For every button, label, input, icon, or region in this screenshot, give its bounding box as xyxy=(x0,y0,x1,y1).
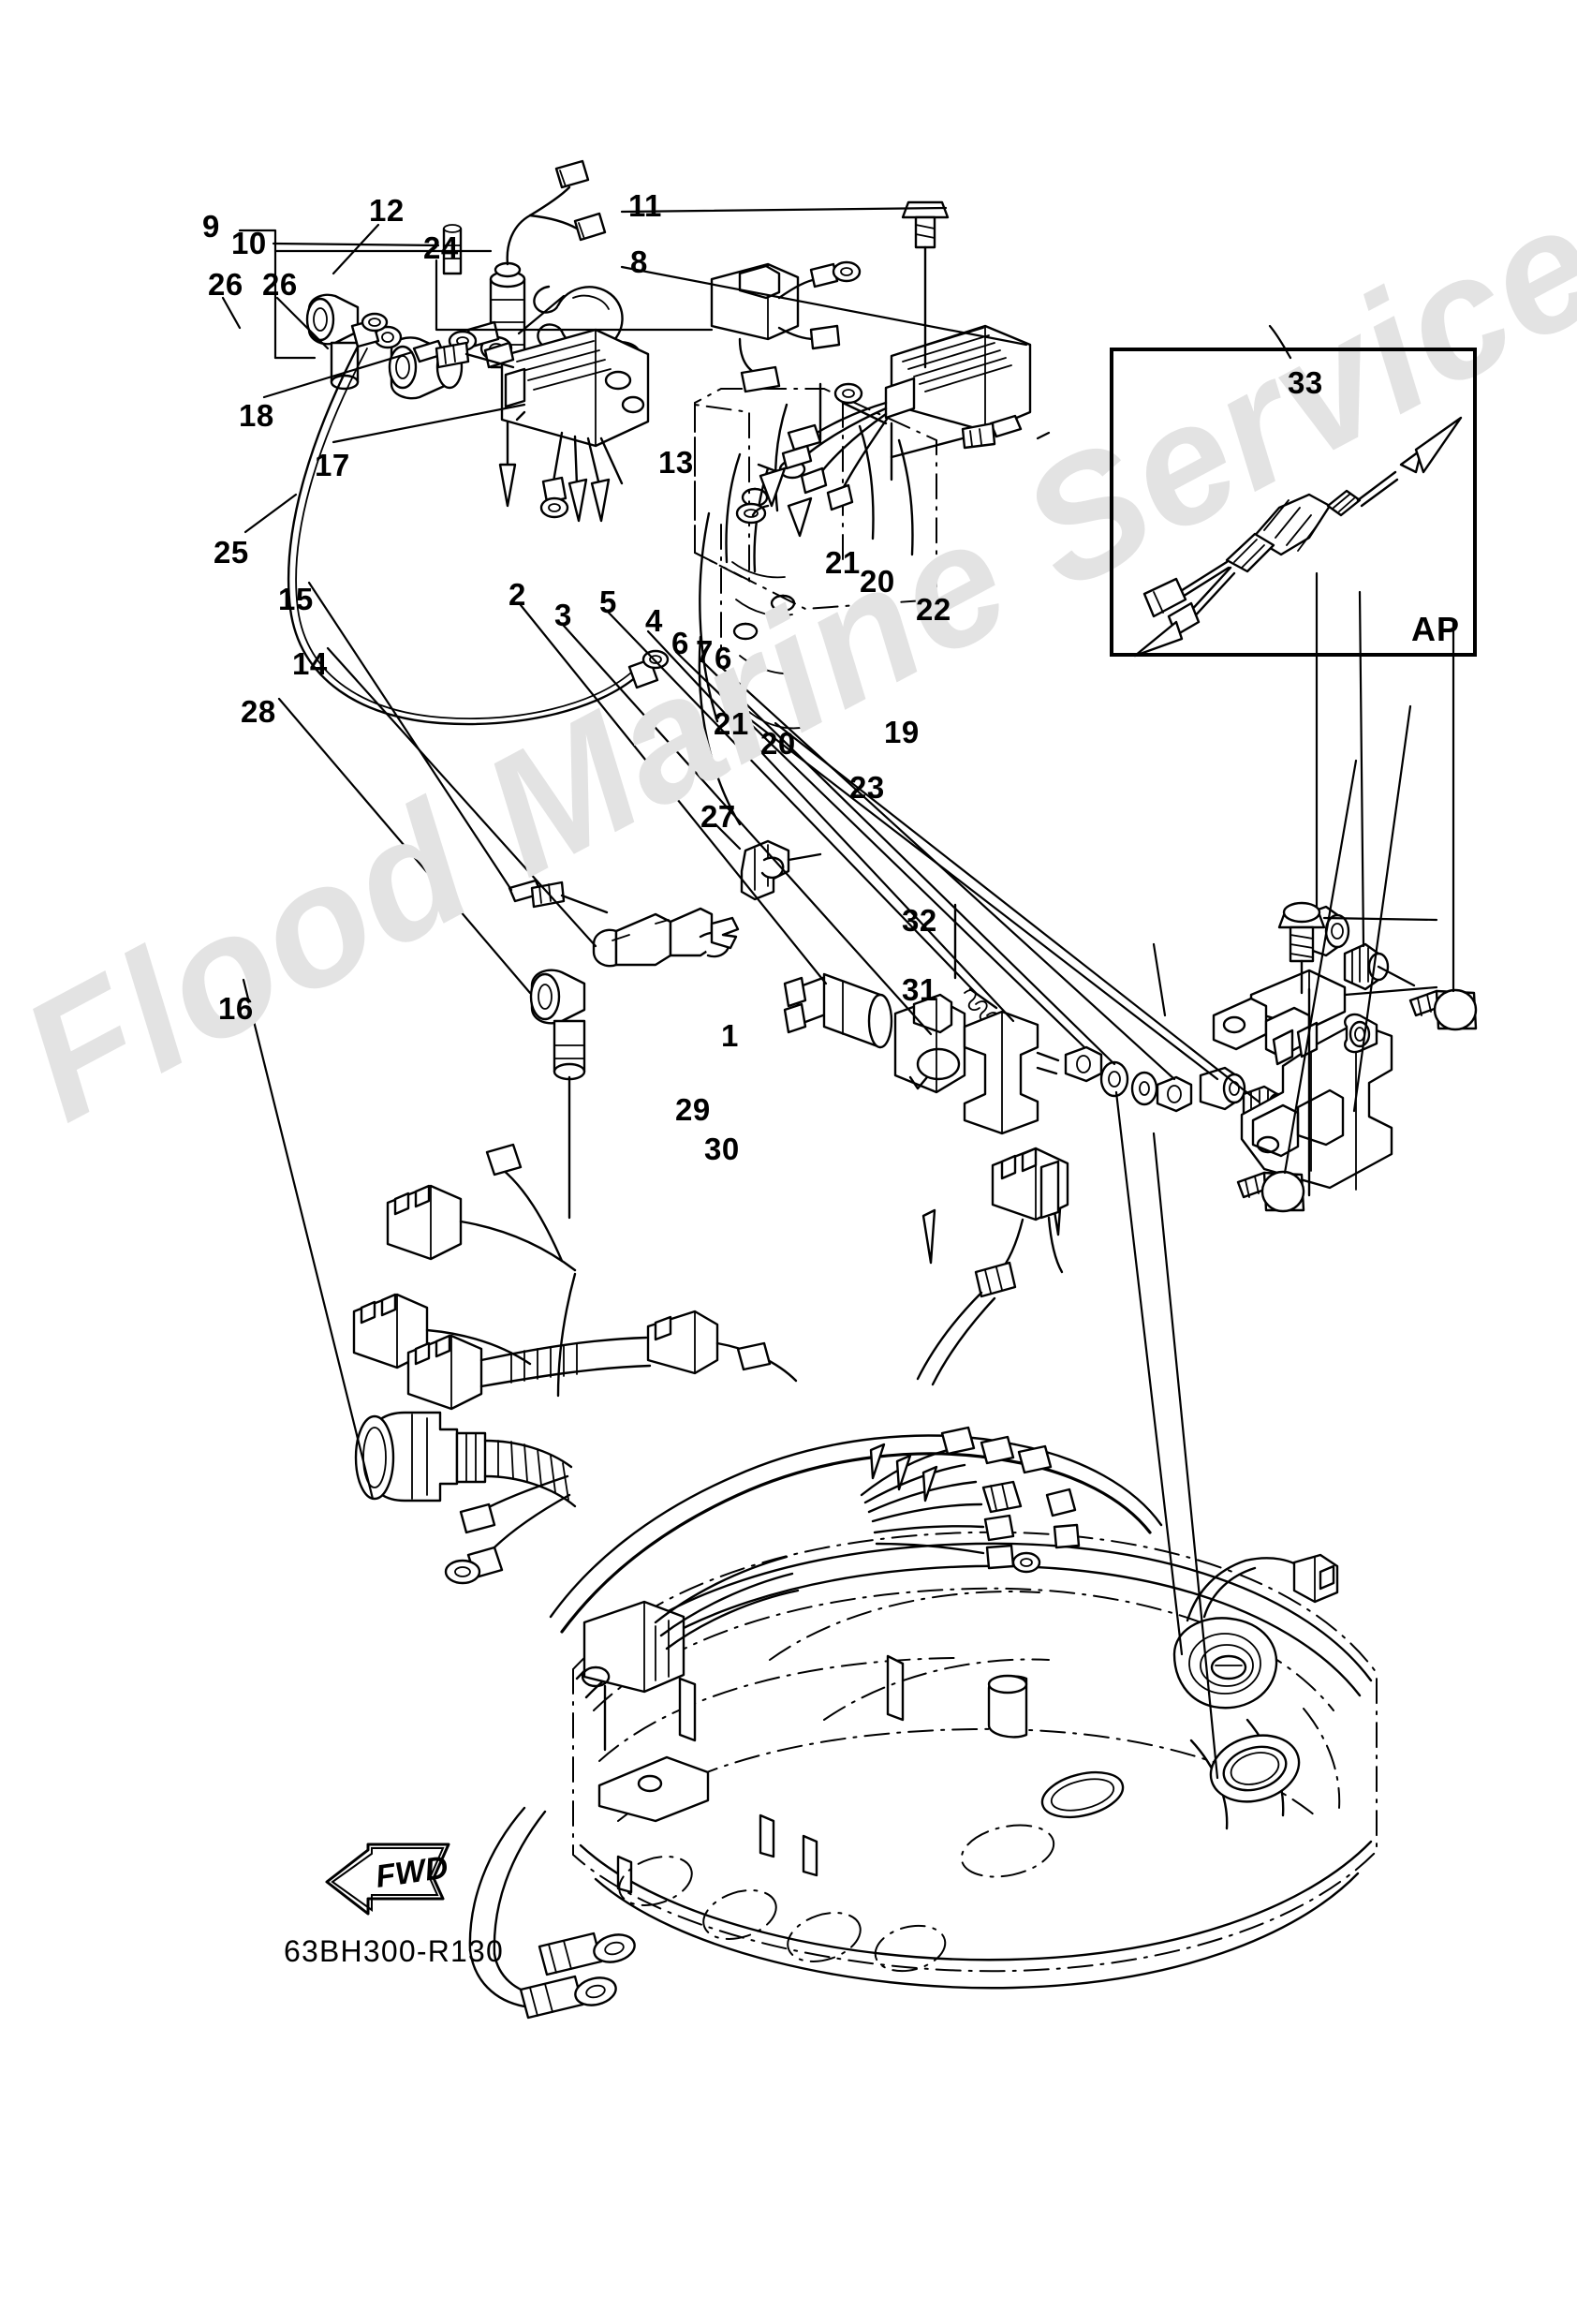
inset-label-ap: AP xyxy=(1410,610,1460,648)
callout-number-20: 20 xyxy=(860,564,895,599)
battery-cables xyxy=(468,1806,636,2020)
callout-number-22: 22 xyxy=(916,592,951,627)
part-13-bolt xyxy=(890,414,1023,459)
part-24-relay xyxy=(710,260,863,405)
callout-number-12: 12 xyxy=(369,193,405,228)
callout-number-2: 2 xyxy=(508,577,526,612)
callout-number-19: 19 xyxy=(884,715,920,749)
harness-connector-b xyxy=(352,1293,532,1369)
callout-number-25: 25 xyxy=(214,535,249,570)
callout-number-9: 9 xyxy=(202,209,220,244)
callout-number-21: 21 xyxy=(714,706,749,741)
callout-number-16: 16 xyxy=(218,991,254,1026)
callout-number-29: 29 xyxy=(675,1092,711,1127)
callout-number-5: 5 xyxy=(599,585,617,619)
harness-connector-e xyxy=(974,1147,1069,1298)
callout-number-24: 24 xyxy=(423,230,459,265)
part-26-grommet-cap-a xyxy=(305,293,360,391)
callout-number-3: 3 xyxy=(554,598,572,632)
part-17-cdi-unit xyxy=(448,320,650,523)
part-4-clip-bracket xyxy=(963,1010,1060,1135)
fwd-direction-marker: FWD xyxy=(323,1841,454,1925)
callout-number-33: 33 xyxy=(1288,365,1323,400)
harness-taped-section xyxy=(479,1336,652,1388)
part-6c-nut-b xyxy=(1156,1075,1193,1113)
callout-number-17: 17 xyxy=(315,448,350,482)
harness-branch-ring xyxy=(485,1143,577,1398)
callout-number-20: 20 xyxy=(760,726,796,761)
harness-connector-c xyxy=(406,1334,483,1411)
part-6b-washer-b xyxy=(1130,1071,1158,1106)
part-28-spark-plug-cap xyxy=(529,969,586,1220)
callout-number-27: 27 xyxy=(700,799,736,834)
callout-number-18: 18 xyxy=(239,398,274,433)
part-7-washer xyxy=(1099,1060,1129,1098)
callout-number-26: 26 xyxy=(262,267,298,302)
callout-number-28: 28 xyxy=(241,694,276,729)
part-23-bolt xyxy=(1236,1170,1305,1213)
harness-connector-d xyxy=(646,1310,798,1383)
part-16-harness-plug xyxy=(354,1411,577,1585)
callout-number-6: 6 xyxy=(715,641,732,675)
callout-number-6: 6 xyxy=(671,626,689,660)
part-6-nut-a xyxy=(1064,1045,1103,1083)
part-15-bolt xyxy=(508,879,609,914)
part-32-bolt xyxy=(1277,901,1326,995)
part-18-bolt xyxy=(412,339,515,369)
callout-number-1: 1 xyxy=(721,1018,739,1053)
drawing-code-label: 63BH300-R130 xyxy=(284,1934,504,1968)
callout-number-7: 7 xyxy=(696,634,714,669)
callout-number-15: 15 xyxy=(278,582,314,616)
callout-number-23: 23 xyxy=(849,770,885,805)
callout-number-14: 14 xyxy=(292,646,328,681)
inset-detail-box: AP xyxy=(1110,348,1477,657)
callout-number-26: 26 xyxy=(208,267,243,302)
callout-number-8: 8 xyxy=(630,244,648,279)
callout-number-31: 31 xyxy=(902,972,937,1007)
part-3-sensor-body xyxy=(893,993,966,1094)
part-20-collar-upper xyxy=(1343,942,1416,991)
part-11-bolt xyxy=(901,200,950,369)
part-14-cable-clamp xyxy=(592,907,740,968)
relay-box-lower xyxy=(581,1600,685,1752)
part-30-seal-ring xyxy=(1209,1734,1301,1803)
part-1-wiring-harness xyxy=(352,1143,1163,1650)
part-22-bolt xyxy=(1408,988,1478,1031)
callout-number-4: 4 xyxy=(645,603,663,638)
callout-number-32: 32 xyxy=(902,903,937,938)
engine-body-phantom-outline xyxy=(694,382,937,826)
callout-number-10: 10 xyxy=(231,226,267,260)
part-27-clip xyxy=(740,839,822,901)
callout-number-13: 13 xyxy=(658,445,694,480)
harness-connector-a xyxy=(386,1184,577,1272)
part-2-thermoswitch xyxy=(783,972,893,1049)
callout-number-21: 21 xyxy=(825,545,861,580)
inset-part-33-illustration xyxy=(1133,324,1463,658)
callout-number-30: 30 xyxy=(704,1132,740,1166)
callout-number-11: 11 xyxy=(628,188,662,223)
part-29-grommet-plug xyxy=(1172,1553,1339,1710)
callout-leader-lines xyxy=(221,206,1455,1780)
